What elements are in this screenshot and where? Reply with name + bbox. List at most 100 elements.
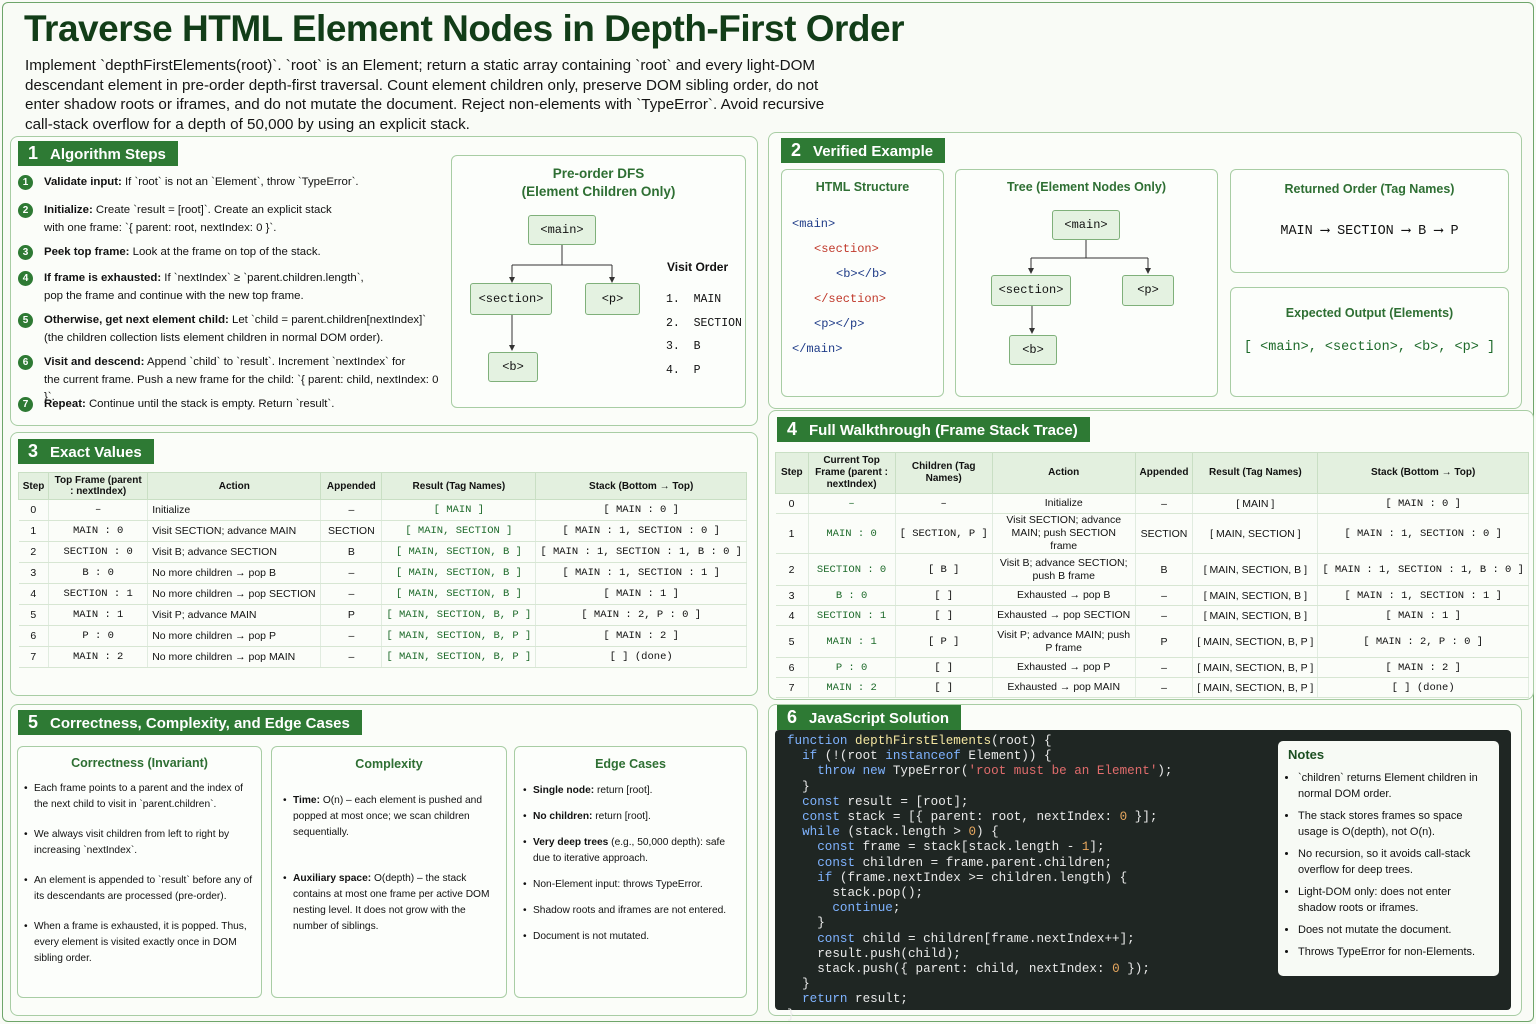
section-title: Full Walkthrough (Frame Stack Trace): [809, 422, 1078, 439]
table-cell: [ MAIN, SECTION, B, P ]: [381, 646, 537, 668]
table-cell: MAIN : 0: [808, 513, 896, 554]
column-header: Appended: [320, 472, 383, 500]
column-header: Top Frame (parent : nextIndex): [48, 472, 149, 500]
table-cell: [ MAIN : 1, SECTION : 0 ]: [535, 520, 747, 542]
step-text-cont: (the children collection lists element c…: [44, 331, 384, 344]
table-cell: 6: [775, 657, 809, 678]
edge-case-item: Very deep trees (e.g., 50,000 depth): sa…: [523, 835, 743, 867]
table-cell: –: [320, 499, 383, 521]
table-cell: [ MAIN, SECTION, B ]: [1192, 605, 1319, 626]
correctness-item: When a frame is exhausted, it is popped.…: [24, 919, 258, 967]
table-cell: 2: [18, 541, 50, 563]
code-line: }: [787, 977, 810, 992]
table-cell: P: [1135, 625, 1194, 658]
section-title: Correctness, Complexity, and Edge Cases: [50, 715, 350, 732]
html-line: <section>: [814, 242, 879, 256]
edge-case-item: Single node: return [root].: [523, 783, 743, 799]
returned-order-value: MAIN ⟶ SECTION ⟶ B ⟶ P: [1280, 224, 1459, 239]
table-cell: –: [320, 583, 383, 605]
table-cell: [ MAIN, SECTION, B, P ]: [1192, 657, 1319, 678]
table-cell: [ ]: [895, 677, 993, 698]
table-cell: Visit P; advance MAIN: [147, 604, 322, 626]
table-cell: 7: [18, 646, 50, 668]
section-number: 5: [28, 712, 39, 732]
edge-case-text: Shadow roots and iframes are not entered…: [533, 905, 727, 916]
table-cell: Exhausted → pop MAIN: [992, 677, 1136, 698]
table-cell: No more children → pop P: [147, 625, 322, 647]
html-line: <p></p>: [814, 317, 865, 331]
table-cell: 1: [775, 513, 809, 554]
table-cell: [ MAIN, SECTION ]: [1192, 513, 1319, 554]
code-line: const stack = [{ parent: root, nextIndex…: [802, 810, 1158, 825]
html-line: <b></b>: [836, 267, 887, 281]
step-number-badge: 1: [18, 175, 33, 190]
visit-order-item: 1. MAIN: [666, 293, 722, 306]
code-line: stack.pop();: [832, 886, 924, 901]
table-cell: –: [808, 493, 896, 514]
step-text-cont: pop the frame and continue with the new …: [44, 289, 304, 302]
code-line: }: [787, 779, 810, 794]
correctness-item: Each frame points to a parent and the in…: [24, 781, 258, 813]
column-header: Stack (Bottom → Top): [1317, 452, 1529, 494]
step-number-badge: 3: [18, 245, 33, 260]
column-header: Result (Tag Names): [1192, 452, 1319, 494]
code-line: if (frame.nextIndex >= children.length) …: [817, 870, 1128, 885]
table-cell: Exhausted → pop P: [992, 657, 1136, 678]
table-cell: [ MAIN : 2, P : 0 ]: [1317, 625, 1529, 658]
step-number-badge: 4: [18, 271, 33, 286]
page-title: Traverse HTML Element Nodes in Depth-Fir…: [24, 8, 904, 49]
table-cell: MAIN : 1: [808, 625, 896, 658]
tree-node-main: <main>: [528, 215, 596, 245]
expected-output-box: [1230, 287, 1509, 397]
table-cell: [ MAIN, SECTION, B, P ]: [1192, 625, 1319, 658]
column-header: Step: [775, 452, 809, 494]
table-cell: [ MAIN, SECTION, B ]: [1192, 585, 1319, 606]
code-text: function depthFirstElements(root) { if (…: [787, 734, 1173, 1023]
table-cell: No more children → pop SECTION: [147, 583, 322, 605]
tree-node-main: <main>: [1052, 210, 1120, 240]
column-header: Action: [991, 452, 1136, 494]
table-cell: [ MAIN, SECTION, B ]: [381, 541, 537, 563]
returned-order-title: Returned Order (Tag Names): [1284, 182, 1455, 196]
table-cell: –: [1135, 585, 1194, 606]
notes-box: Notes `children` returns Element childre…: [1278, 741, 1499, 976]
section-5-header: 5 Correctness, Complexity, and Edge Cases: [18, 710, 362, 735]
code-line: function depthFirstElements(root) {: [787, 734, 1052, 748]
table-cell: Visit P; advance MAIN; push P frame: [992, 625, 1136, 658]
table-cell: Visit B; advance SECTION: [147, 541, 322, 563]
table-cell: [ ]: [895, 657, 993, 678]
table-cell: [ MAIN : 2 ]: [1317, 657, 1529, 678]
correctness-item: We always visit children from left to ri…: [24, 827, 258, 859]
table-cell: 4: [775, 605, 809, 626]
step-text: If `nextIndex` ≥ `parent.children.length…: [164, 272, 364, 284]
table-cell: 0: [775, 493, 809, 514]
tree-node-p: <p>: [585, 283, 640, 315]
table-cell: B: [1135, 553, 1194, 586]
column-header: Result (Tag Names): [381, 472, 537, 500]
section-title: Exact Values: [50, 444, 142, 461]
code-line: const frame = stack[stack.length - 1];: [817, 840, 1105, 855]
table-cell: –: [1135, 493, 1194, 514]
tree-node-section: <section>: [991, 275, 1071, 306]
table-cell: [ MAIN, SECTION, B ]: [381, 583, 537, 605]
code-line: }: [787, 916, 825, 931]
table-cell: SECTION: [320, 520, 383, 542]
